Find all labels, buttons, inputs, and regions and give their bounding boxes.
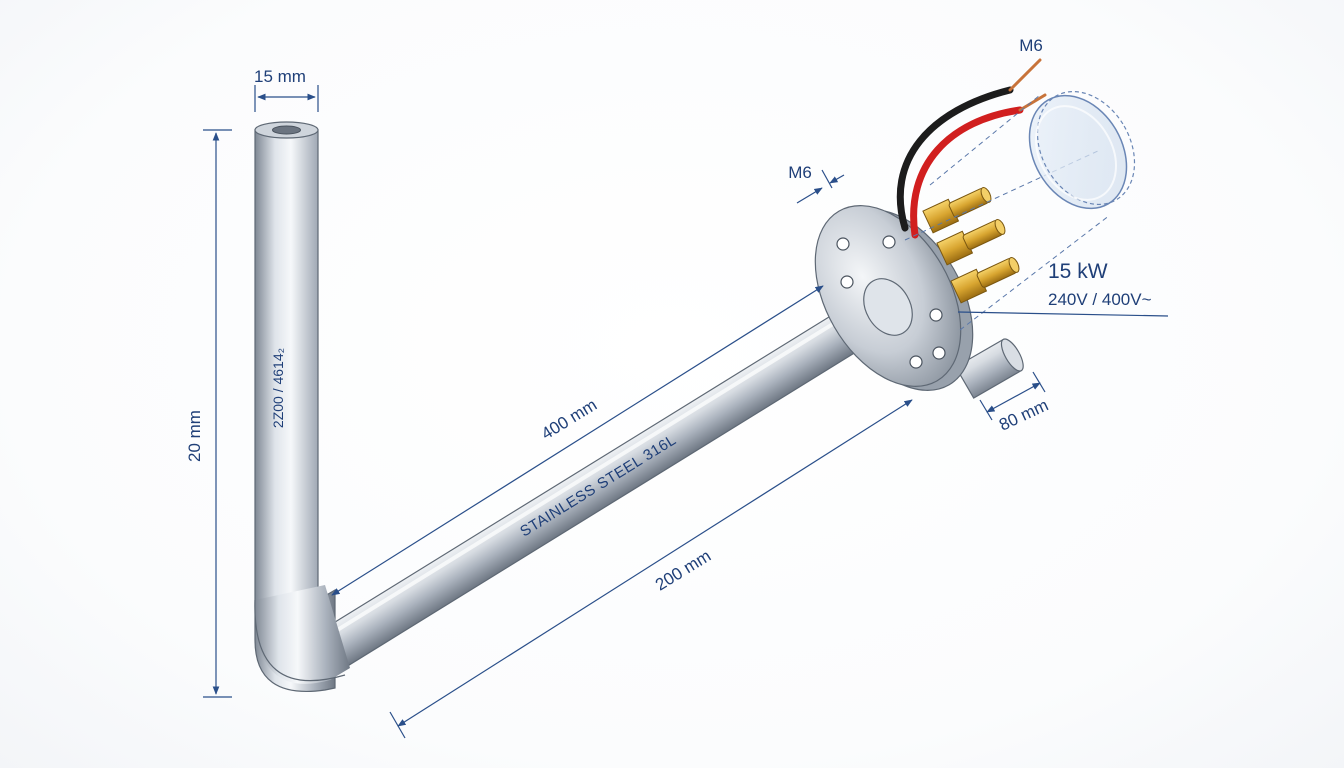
vertical-tube — [254, 121, 336, 692]
flange-assembly — [814, 205, 1024, 399]
tube-diameter-label: 15 mm — [254, 67, 306, 86]
transparent-cap-icon — [904, 90, 1136, 331]
vertical-marking-label: 2Z00 / 4614₂ — [270, 348, 286, 428]
diagonal-tube: STAINLESS STEEL 316L — [307, 296, 886, 677]
lower-length-label: 200 mm — [652, 546, 714, 594]
wire-thread-label: M6 — [1019, 36, 1043, 55]
black-wire — [896, 86, 1014, 232]
flange-thread-label: M6 — [788, 163, 812, 182]
dimension-labels: 15 mm 20 mm 2Z00 / 4614₂ 400 mm 200 mm M… — [185, 36, 1152, 595]
tube-collar — [863, 278, 913, 336]
brass-terminals — [922, 187, 1020, 304]
red-wire — [910, 106, 1024, 239]
voltage-rating-label: 240V / 400V~ — [1048, 290, 1152, 309]
power-rating-label: 15 kW — [1048, 260, 1108, 283]
brass-terminal-icon — [950, 257, 1020, 304]
bolt-holes — [836, 235, 946, 369]
tube-bend — [254, 585, 350, 684]
brass-terminal-icon — [936, 219, 1006, 266]
brass-terminal-icon — [922, 187, 992, 234]
boss-length-label: 80 mm — [996, 395, 1051, 434]
dimension-lines — [203, 85, 1169, 739]
upper-length-label: 400 mm — [538, 395, 600, 443]
vertical-length-label: 20 mm — [185, 410, 204, 462]
tube-material-marking: STAINLESS STEEL 316L — [517, 431, 679, 540]
black-wire-strand — [1008, 58, 1042, 92]
